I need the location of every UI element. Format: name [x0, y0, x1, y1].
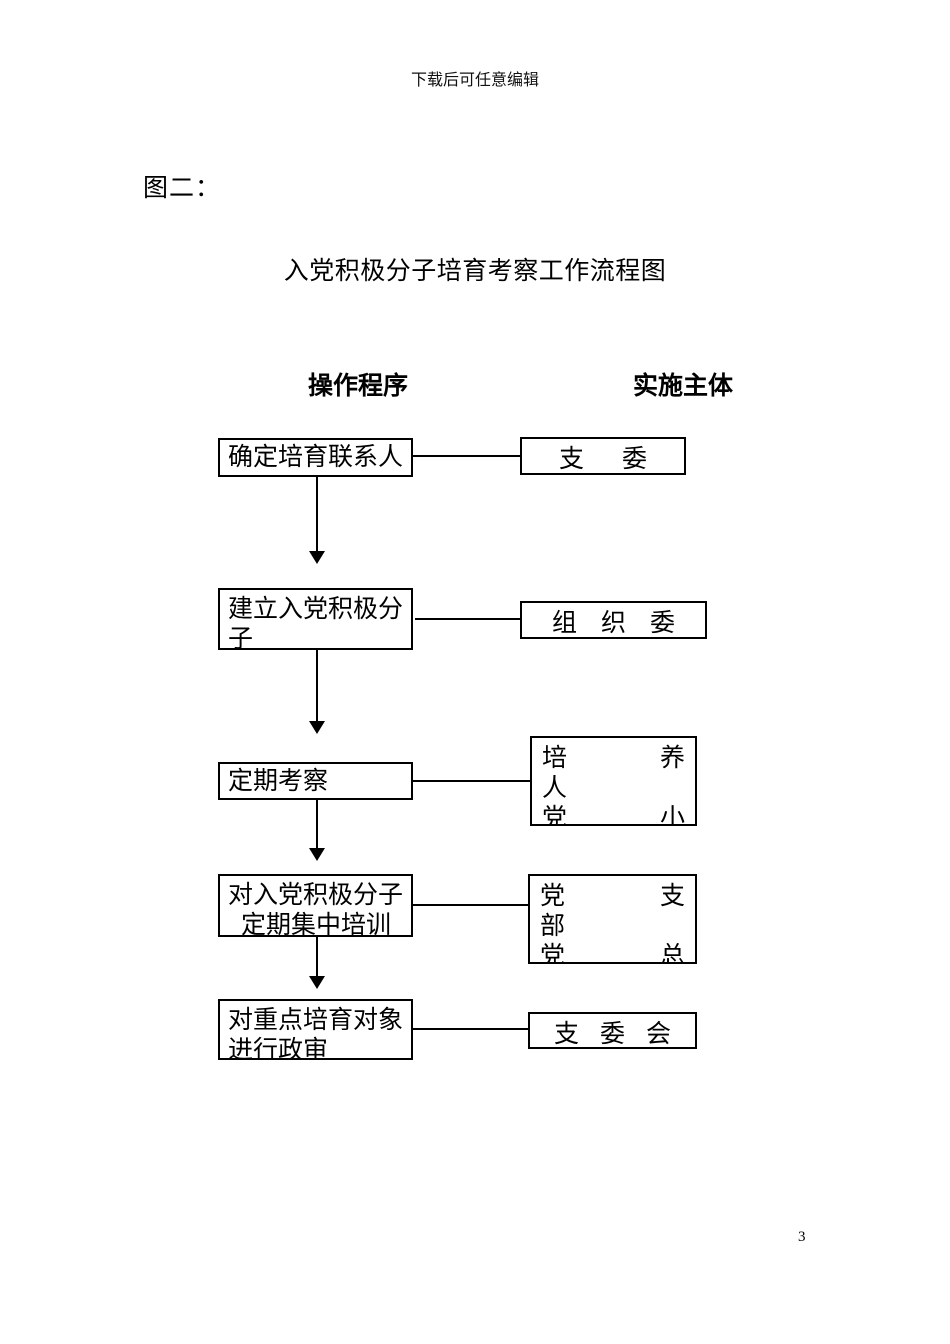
flow-step-box-3: 定期考察 — [218, 762, 413, 800]
down-arrow-icon — [309, 721, 325, 734]
flow-step-text: 建立入党积极分 — [228, 595, 404, 623]
flow-actor-box-4: 党支 部 党总 — [528, 874, 697, 964]
page-number: 3 — [798, 1229, 806, 1245]
flow-step-text: 确定培育联系人 — [228, 443, 404, 471]
flow-actor-box-3: 培养 人 党小 — [530, 736, 697, 826]
flow-actor-text: 组织委 — [552, 609, 675, 637]
flow-step-text: 进行政审 — [228, 1036, 329, 1060]
flow-step-box-2: 建立入党积极分 子 — [218, 588, 413, 650]
flow-actor-box-1: 支委 — [520, 437, 686, 475]
flow-actor-text: 人 — [542, 774, 568, 802]
connector-line-5 — [412, 1028, 528, 1030]
flow-arrow-line-4 — [316, 937, 318, 976]
flow-step-box-5: 对重点培育对象 进行政审 — [218, 999, 413, 1060]
flow-arrow-line-2 — [316, 650, 318, 721]
flow-step-text: 对重点培育对象 — [228, 1006, 404, 1034]
connector-line-2 — [415, 618, 520, 620]
flow-arrow-line-1 — [316, 477, 318, 551]
flow-actor-text: 党支 — [540, 882, 685, 910]
page-title: 入党积极分子培育考察工作流程图 — [283, 257, 667, 285]
column-header-implementer: 实施主体 — [633, 372, 734, 400]
flow-step-box-4: 对入党积极分子 定期集中培训 — [218, 874, 413, 937]
flow-actor-text: 党总 — [540, 942, 685, 964]
header-note: 下载后可任意编辑 — [410, 72, 539, 89]
connector-line-4 — [413, 904, 528, 906]
down-arrow-icon — [309, 976, 325, 989]
flow-step-text: 子 — [228, 625, 254, 650]
down-arrow-icon — [309, 848, 325, 861]
connector-line-1 — [413, 455, 520, 457]
flow-actor-text: 部 — [540, 912, 566, 940]
column-header-procedure: 操作程序 — [308, 372, 409, 400]
flow-step-text: 定期考察 — [228, 767, 329, 795]
down-arrow-icon — [309, 551, 325, 564]
flow-step-box-1: 确定培育联系人 — [218, 438, 413, 477]
flow-actor-text: 支委 — [559, 445, 647, 473]
flow-step-text: 定期集中培训 — [241, 911, 392, 937]
flow-step-text: 对入党积极分子 — [228, 881, 404, 909]
flow-actor-text: 培养 — [542, 744, 685, 772]
flow-actor-text: 支委会 — [554, 1020, 671, 1048]
connector-line-3 — [412, 780, 530, 782]
flow-actor-box-2: 组织委 — [520, 601, 707, 639]
flow-actor-text: 党小 — [542, 804, 685, 826]
figure-label: 图二： — [143, 174, 222, 202]
flow-actor-box-5: 支委会 — [528, 1012, 697, 1049]
flow-arrow-line-3 — [316, 800, 318, 848]
